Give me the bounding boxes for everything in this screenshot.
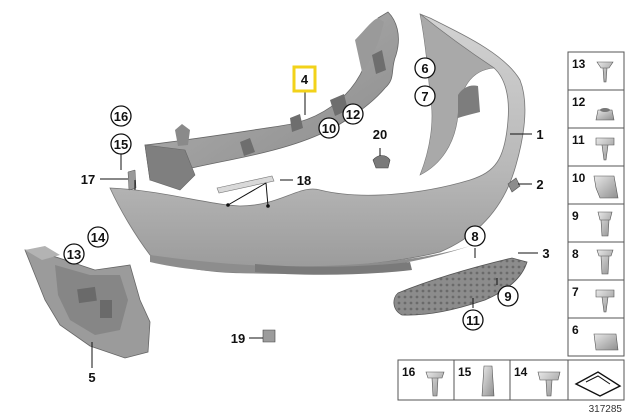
- svg-text:19: 19: [231, 331, 245, 346]
- fastener-panel-bottom: 16 15 14: [397, 359, 625, 401]
- bumper-carrier: [144, 11, 399, 191]
- callout-14: 14: [87, 226, 109, 248]
- bottom-cell-14: 14: [509, 359, 569, 401]
- panel-cell-8: 8: [567, 241, 625, 281]
- callout-11: 11: [462, 309, 484, 331]
- callout-5: 5: [88, 370, 95, 385]
- panel-cell-10: 10: [567, 165, 625, 205]
- callout-1: 1: [536, 127, 543, 142]
- rivet-icon-8: [596, 249, 614, 275]
- callout-12: 12: [342, 103, 364, 125]
- panel-cell-13: 13: [567, 51, 625, 91]
- panel-cell-9: 9: [567, 203, 625, 243]
- callout-17: 17: [81, 172, 95, 187]
- callout-20: 20: [373, 127, 387, 142]
- callout-3: 3: [542, 246, 549, 261]
- speed-nut-icon-6: [593, 333, 619, 351]
- screw-icon-11: [595, 137, 615, 161]
- bracket-part-2: [507, 177, 521, 193]
- side-bracket: [24, 246, 151, 359]
- svg-text:6: 6: [421, 61, 428, 76]
- svg-text:12: 12: [572, 95, 586, 109]
- svg-text:2: 2: [536, 177, 543, 192]
- callout-4: 4: [292, 65, 317, 93]
- svg-text:10: 10: [322, 121, 336, 136]
- clip-icon-14: [537, 371, 561, 397]
- bumper-trim-panel: [109, 13, 526, 275]
- panel-cell-7: 7: [567, 279, 625, 319]
- svg-text:9: 9: [504, 289, 511, 304]
- svg-text:7: 7: [572, 285, 579, 299]
- fastener-panel-side: 13 12 11 10 9 8: [567, 51, 625, 357]
- svg-text:1: 1: [536, 127, 543, 142]
- svg-text:11: 11: [466, 313, 480, 328]
- leader-lines: [91, 92, 538, 368]
- clip-icon-13: [596, 61, 614, 83]
- svg-text:7: 7: [421, 89, 428, 104]
- svg-text:16: 16: [402, 365, 416, 379]
- callout-16: 16: [110, 105, 132, 127]
- callout-8: 8: [464, 225, 486, 247]
- svg-text:8: 8: [471, 229, 478, 244]
- svg-text:14: 14: [91, 230, 106, 245]
- callout-18: 18: [297, 173, 311, 188]
- spring-clip-icon-10: [593, 175, 619, 199]
- callout-6: 6: [414, 57, 436, 79]
- svg-text:9: 9: [572, 209, 579, 223]
- callout-15: 15: [110, 133, 132, 155]
- svg-text:12: 12: [346, 107, 360, 122]
- callout-10: 10: [318, 117, 340, 139]
- wedge-symbol-icon: [574, 371, 622, 397]
- svg-text:16: 16: [114, 109, 128, 124]
- svg-text:18: 18: [297, 173, 311, 188]
- screw-icon-7: [595, 289, 615, 313]
- panel-cell-12: 12: [567, 89, 625, 129]
- clip-icon-16: [425, 371, 445, 397]
- svg-text:20: 20: [373, 127, 387, 142]
- panel-cell-6: 6: [567, 317, 625, 357]
- underbody-panel: [393, 257, 528, 316]
- callout-2: 2: [536, 177, 543, 192]
- svg-text:3: 3: [542, 246, 549, 261]
- svg-text:4: 4: [301, 72, 309, 87]
- grommet-part-20: [372, 155, 391, 169]
- bottom-cell-16: 16: [397, 359, 455, 401]
- callout-19: 19: [231, 331, 245, 346]
- panel-cell-11: 11: [567, 127, 625, 167]
- bottom-cell-symbol: [567, 359, 625, 401]
- svg-text:17: 17: [81, 172, 95, 187]
- svg-text:13: 13: [67, 247, 81, 262]
- trim-strip: [216, 175, 275, 194]
- svg-text:5: 5: [88, 370, 95, 385]
- clip-part-17: [127, 169, 137, 191]
- svg-text:8: 8: [572, 247, 579, 261]
- svg-text:14: 14: [514, 365, 528, 379]
- svg-text:15: 15: [114, 137, 128, 152]
- svg-text:10: 10: [572, 171, 586, 185]
- svg-text:11: 11: [572, 133, 585, 147]
- reference-number: 317285: [589, 404, 623, 415]
- svg-text:15: 15: [458, 365, 472, 379]
- callout-9: 9: [497, 285, 519, 307]
- callout-7: 7: [414, 85, 436, 107]
- nut-part-19: [262, 329, 276, 343]
- callout-13: 13: [63, 243, 85, 265]
- svg-text:13: 13: [572, 57, 586, 71]
- bottom-cell-15: 15: [453, 359, 511, 401]
- svg-text:6: 6: [572, 323, 579, 337]
- expansion-rivet-icon-15: [481, 365, 495, 397]
- plug-icon-9: [597, 211, 613, 237]
